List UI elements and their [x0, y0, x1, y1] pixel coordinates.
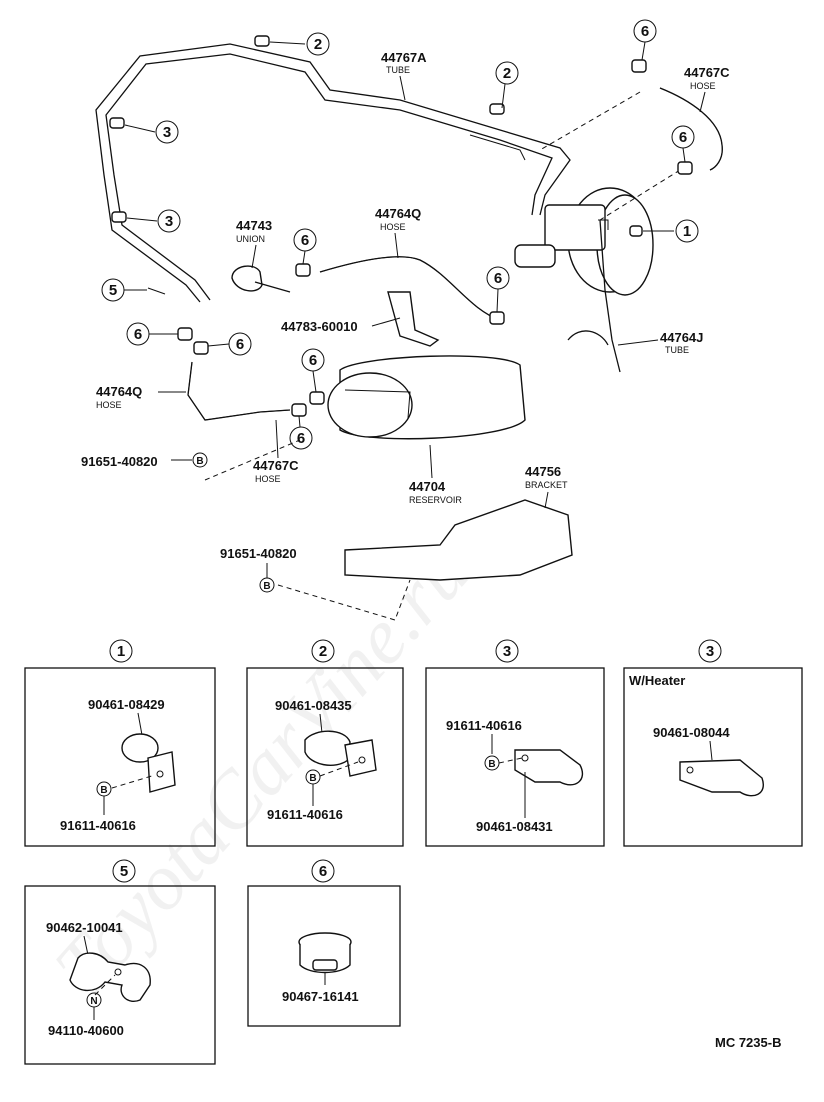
- label-44783: 44783-60010: [281, 319, 358, 334]
- label-44767c-bottom: 44767C: [253, 458, 299, 473]
- detail-box-3-heater: W/Heater 90461-08044: [629, 673, 764, 797]
- detail-box-2: 90461-08435 B 91611-40616: [267, 698, 377, 822]
- box5-part-a: 90462-10041: [46, 920, 123, 935]
- label-44704-name: RESERVOIR: [409, 495, 462, 505]
- label-44764q-left-name: HOSE: [96, 400, 122, 410]
- box3h-part-a: 90461-08044: [653, 725, 730, 740]
- detail-box-1: 90461-08429 B 91611-40616: [60, 697, 176, 833]
- hose-44764q-left-inner: [187, 361, 291, 421]
- label-44743-name: UNION: [236, 234, 265, 244]
- detail-num-1: 1: [117, 643, 125, 660]
- watermark: ToyotaCarVine.ru: [38, 529, 486, 1012]
- box1-part-a: 90461-08429: [88, 697, 165, 712]
- callout-1-main: 1: [683, 223, 691, 240]
- callout-6-c: 6: [301, 232, 309, 249]
- bolt-symbol-a: B: [196, 456, 203, 467]
- detail-num-3: 3: [503, 643, 511, 660]
- callout-6-e: 6: [134, 326, 142, 343]
- label-44764j-name: TUBE: [665, 345, 689, 355]
- footer-code: MC 7235-B: [715, 1035, 781, 1050]
- callout-2-a: 2: [314, 36, 322, 53]
- callout-6-a: 6: [641, 23, 649, 40]
- box2-part-b: 91611-40616: [267, 807, 343, 822]
- tube-44764j: [567, 219, 621, 373]
- reservoir-44704: [327, 355, 526, 440]
- bolt-symbol-b: B: [263, 581, 270, 592]
- callout-3-b: 3: [165, 213, 173, 230]
- label-44704: 44704: [409, 479, 446, 494]
- label-44756: 44756: [525, 464, 561, 479]
- box6-part-a: 90467-16141: [282, 989, 359, 1004]
- master-cylinder: [514, 187, 654, 296]
- detail-box-3: 91611-40616 B 90461-08431: [446, 718, 584, 834]
- label-44764q-left: 44764Q: [96, 384, 142, 399]
- label-44764q-mid-name: HOSE: [380, 222, 406, 232]
- tube-44767a: [95, 43, 571, 303]
- box3-part-a: 91611-40616: [446, 718, 522, 733]
- callouts: 2 2 3 3 6 6 1 6 6 5 6 6 6 6 B B: [101, 19, 699, 593]
- clip-icons: [109, 35, 693, 417]
- hose-44767c-top-inner: [659, 87, 723, 171]
- leader-bolt-b: [277, 579, 411, 621]
- hose-44764q-mid-inner: [319, 256, 501, 321]
- label-44764j: 44764J: [660, 330, 703, 345]
- label-44756-name: BRACKET: [525, 480, 568, 490]
- box3-part-b: 90461-08431: [476, 819, 553, 834]
- label-44767c-top: 44767C: [684, 65, 730, 80]
- label-91651-a: 91651-40820: [81, 454, 158, 469]
- leader-mid: [599, 169, 681, 221]
- box5-part-b: 94110-40600: [48, 1023, 124, 1038]
- bracket-44783: [387, 291, 440, 347]
- box1-part-b: 91611-40616: [60, 818, 136, 833]
- callout-5-main: 5: [109, 282, 117, 299]
- bracket-44756: [344, 499, 573, 581]
- leader-top: [539, 91, 641, 151]
- detail-num-5: 5: [120, 863, 128, 880]
- box1-bolt: B: [100, 785, 107, 796]
- main-labels: 44767A TUBE 44767C HOSE 44743 UNION 4476…: [81, 50, 730, 578]
- label-44767c-top-name: HOSE: [690, 81, 716, 91]
- callout-6-h: 6: [297, 430, 305, 447]
- detail-frames: [24, 667, 803, 1065]
- label-44743: 44743: [236, 218, 272, 233]
- callout-6-d: 6: [494, 270, 502, 287]
- detail-headers: 1 2 3 3 5 6: [109, 639, 722, 883]
- callout-2-b: 2: [503, 65, 511, 82]
- detail-box-6: 90467-16141: [282, 932, 359, 1004]
- label-44767a: 44767A: [381, 50, 427, 65]
- box5-nut: N: [90, 996, 97, 1007]
- label-44767a-name: TUBE: [386, 65, 410, 75]
- detail-num-6: 6: [319, 863, 327, 880]
- callout-3-a: 3: [163, 124, 171, 141]
- detail-box-5: 90462-10041 N 94110-40600: [46, 920, 151, 1038]
- box3-bolt: B: [488, 759, 495, 770]
- callout-6-g: 6: [309, 352, 317, 369]
- union-44743: [231, 265, 291, 293]
- box2-bolt: B: [309, 773, 316, 784]
- callout-6-b: 6: [679, 129, 687, 146]
- leader-bolt-a: [204, 439, 301, 481]
- callout-6-f: 6: [236, 336, 244, 353]
- label-91651-b: 91651-40820: [220, 546, 297, 561]
- label-44767c-bottom-name: HOSE: [255, 474, 281, 484]
- box3h-heading: W/Heater: [629, 673, 685, 688]
- box2-part-a: 90461-08435: [275, 698, 352, 713]
- label-44764q-mid: 44764Q: [375, 206, 421, 221]
- detail-num-2: 2: [319, 643, 327, 660]
- detail-num-3h: 3: [706, 643, 714, 660]
